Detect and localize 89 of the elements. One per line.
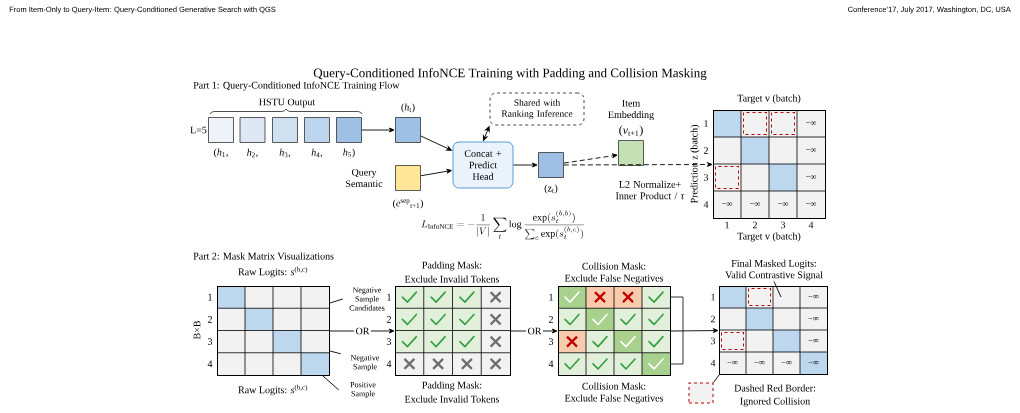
legend-swatch (688, 382, 714, 404)
cell-value: −∞ (808, 294, 819, 299)
arrow (563, 162, 713, 167)
row-number: 3 (704, 174, 709, 181)
edge-label: OR (526, 326, 543, 336)
matrix-title: Exclude False Negatives (564, 274, 664, 284)
leader-line (329, 350, 342, 355)
vector-label: h$_{3}$, (279, 148, 291, 158)
arrow (420, 168, 452, 177)
arrow (361, 127, 395, 133)
row-number: 2 (548, 316, 553, 323)
vector-label: (e$^{sep}$$_{t+1}$) (393, 199, 423, 209)
vector-label: (v$_{t+1}$) (619, 125, 643, 137)
input-label: Query Semantic (346, 168, 383, 188)
row-number: 3 (549, 338, 554, 345)
title: Query-Conditioned InfoNCE Training with Padding and Collision Masking (313, 68, 707, 80)
matrix-title: Exclude False Negatives (564, 394, 664, 404)
vector-label: h$_{5}$) (343, 148, 355, 158)
leader-line (713, 374, 720, 383)
annotation-text: Negative Sample Candidates (349, 287, 385, 311)
annotation-text: Positive Sample (350, 382, 376, 398)
token-embedding-box (208, 117, 234, 143)
legend-text: Ignored Collision (740, 397, 810, 407)
row-number: 4 (710, 359, 716, 367)
axis-title: B×B (193, 321, 201, 340)
arrow (482, 126, 490, 141)
cell-value: −∞ (750, 202, 761, 206)
cell-value: −∞ (806, 121, 817, 125)
matrix-grid (718, 285, 828, 375)
leader-line (773, 281, 782, 298)
cell-value: −∞ (806, 175, 817, 179)
matrix-title: Final Masked Logits: Valid Contrastive Signal (725, 259, 823, 281)
leader-line (322, 375, 340, 391)
matrix-title: Raw Logits: s$^{(b,c)}$ (238, 266, 308, 278)
vector-label: h$_{2}$, (247, 148, 258, 158)
leader-line (329, 298, 344, 304)
cell-value: −∞ (808, 360, 819, 365)
arrow (670, 328, 719, 333)
process-box: Concat + Predict Head (452, 141, 514, 189)
arrow (510, 328, 558, 334)
legend-text: Dashed Red Border: (734, 384, 816, 392)
arrow (563, 153, 618, 164)
edge-label: L2 Normalize+ Inner Product / τ (615, 180, 685, 200)
cell-value: −∞ (781, 360, 792, 365)
row-number: 2 (386, 316, 391, 323)
matrix-grid (394, 285, 511, 376)
token-embedding-box (336, 117, 362, 143)
matrix-title: Collision Mask: (582, 382, 646, 390)
axis-title: Prediction z (batch) (690, 125, 700, 204)
vector-label: (h$_{1}$, (214, 148, 228, 158)
arrow (420, 135, 452, 151)
vector-label: (h$_{t}$) (401, 103, 415, 113)
matrix-grid (216, 285, 330, 376)
section-heading: Part 1: Query-Conditioned InfoNCE Training Flow (193, 81, 400, 91)
axis-title: Target v (batch) (737, 232, 801, 242)
section-heading: Part 2: Mask Matrix Visualizations (193, 252, 334, 260)
brace-label: HSTU Output (259, 98, 316, 108)
cell-value: −∞ (806, 202, 817, 206)
cell-value: −∞ (778, 202, 789, 206)
matrix-title: Raw Logits: s$^{(b,c)}$ (238, 384, 308, 396)
row-number: 2 (710, 315, 715, 323)
dashed-box: Shared with Ranking Inference (489, 92, 585, 126)
vector-label: h$_{4}$, (311, 148, 323, 158)
arrow (329, 328, 395, 334)
cell-value: −∞ (808, 338, 819, 343)
row-number: 3 (711, 337, 716, 345)
cell-value: −∞ (722, 202, 733, 206)
axis-title: Target v (batch) (737, 94, 801, 104)
matrix-title: Padding Mask: (422, 381, 482, 391)
formula: $L_{\mathrm{InfoNCE}} = -\frac{1}{|V|}\sum_{t}\log\frac{\exp(s_{t}^{(b,b)})}{\sum_{c}\exp(s_{t}^{(b,c)})}$ (421, 210, 584, 240)
token-embedding-box (239, 117, 266, 143)
token-embedding-box (304, 117, 330, 143)
matrix-grid (557, 285, 671, 376)
cell-value: −∞ (754, 360, 765, 365)
vector-label: (z$_{t}$) (544, 184, 558, 194)
edge-label: OR (354, 326, 371, 336)
matrix-title: Collision Mask: (582, 262, 646, 270)
arrow (513, 162, 538, 168)
row-number: 3 (387, 338, 392, 345)
token-embedding-box (272, 117, 298, 143)
cell-value: −∞ (806, 148, 817, 152)
matrix-title: Padding Mask: (422, 261, 482, 271)
matrix-grid (712, 109, 826, 219)
matrix-title: Exclude Invalid Tokens (404, 275, 500, 283)
matrix-title: Exclude Invalid Tokens (404, 395, 500, 403)
cell-value: −∞ (727, 360, 738, 365)
annotation-text: Negative Sample (350, 355, 380, 371)
cell-value: −∞ (808, 316, 819, 321)
vector-label: Item Embedding (608, 99, 654, 121)
